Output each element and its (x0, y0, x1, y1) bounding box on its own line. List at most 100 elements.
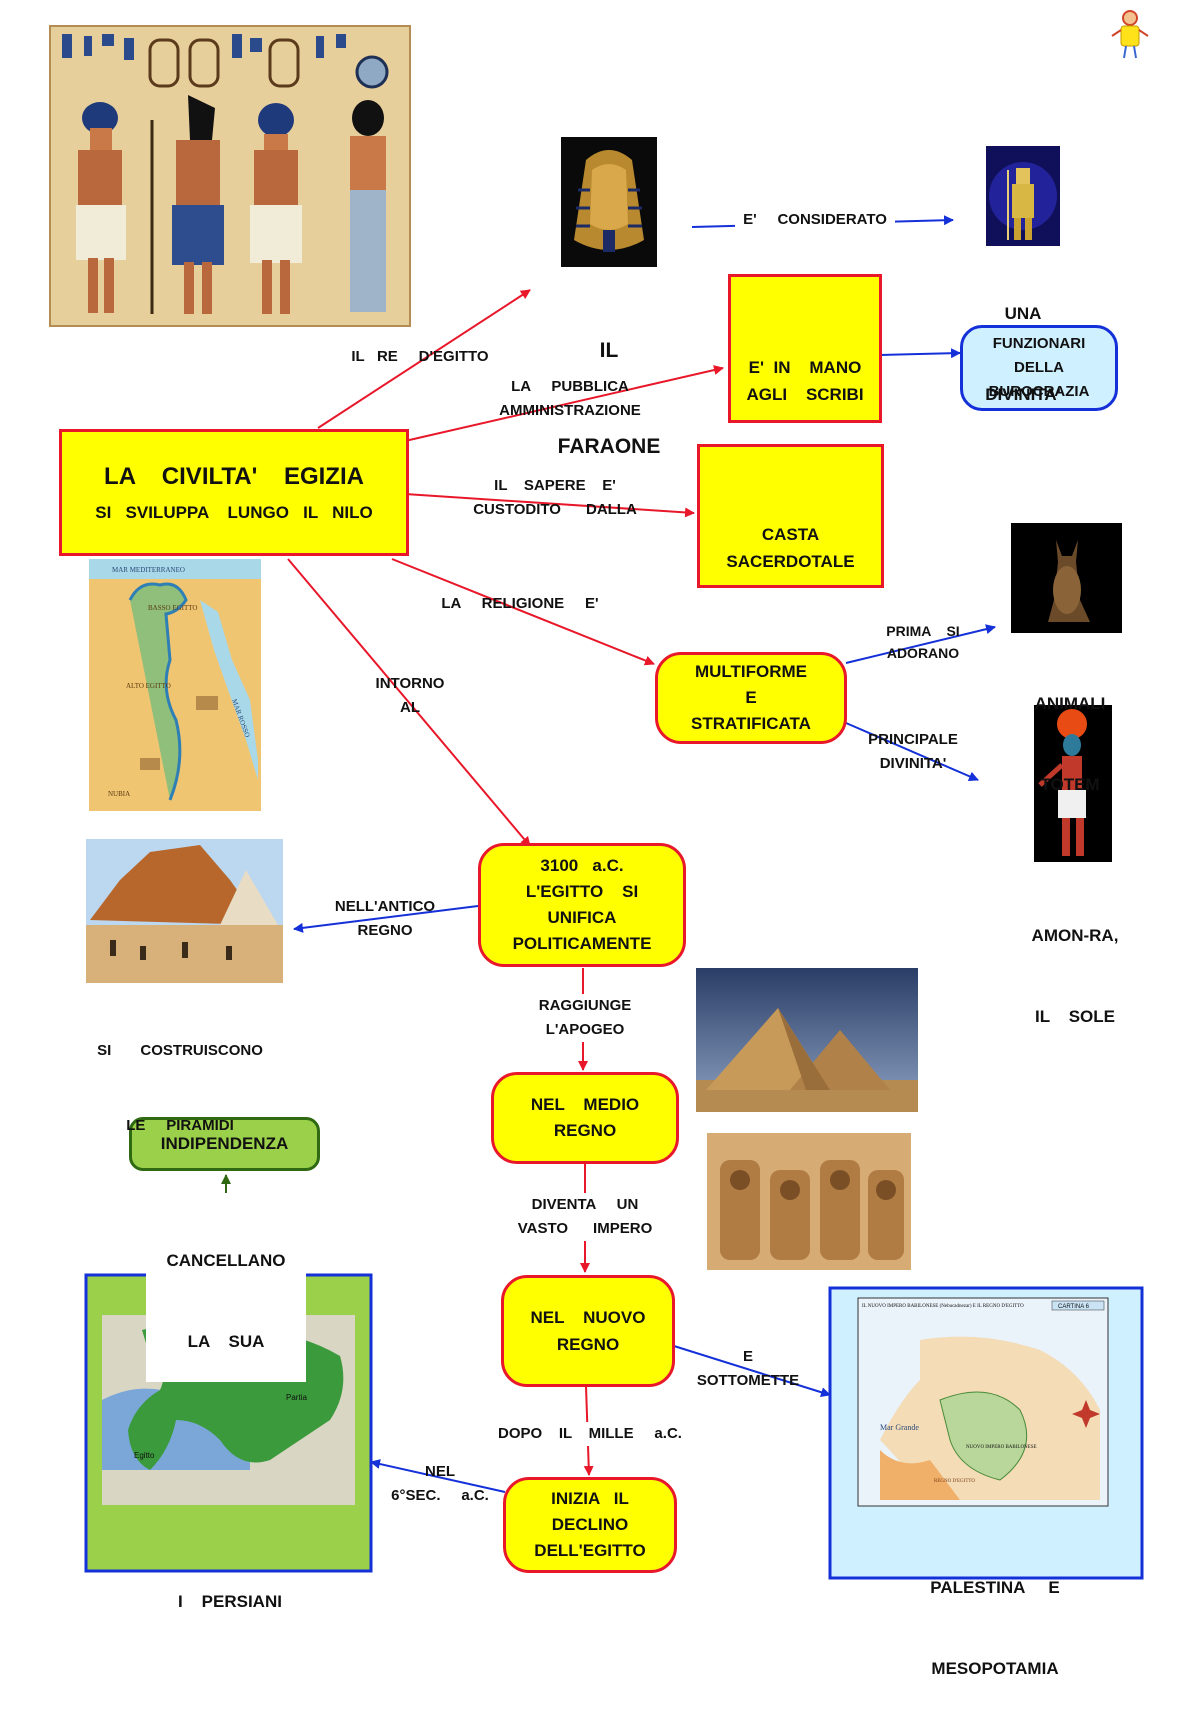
node-multiforme-line-1: MULTIFORME (694, 662, 808, 681)
egypt-map-nubia-label: NUBIA (108, 790, 130, 798)
arrow-nuovo-palestina (673, 1345, 831, 1398)
arrow-unifica-piramidi (293, 905, 479, 933)
node-scribi: E' IN MANO AGLI SCRIBI (728, 274, 882, 423)
link-label-mille: DOPO IL MILLE a.C. (490, 1422, 690, 1446)
caption-faraone: IL FARAONE (545, 271, 673, 495)
node-unifica: 3100 a.C. L'EGITTO SI UNIFICA POLITICAME… (478, 843, 686, 967)
caption-persiani: I PERSIANI (140, 1542, 320, 1638)
node-medio-line-1: NEL MEDIO (530, 1095, 640, 1114)
node-unifica-line-3: UNIFICA (547, 908, 617, 927)
persian-map-parti-label: Partia (286, 1393, 307, 1402)
node-unifica-line-1: 3100 a.C. (540, 856, 624, 875)
caption-divinita-line-1: UNA (1004, 304, 1042, 323)
node-civilta-egizia: LA CIVILTA' EGIZIA SI SVILUPPA LUNGO IL … (59, 429, 409, 556)
egypt-map-upper-label: ALTO EGITTO (126, 682, 171, 690)
node-multiforme-line-3: STRATIFICATA (691, 714, 811, 733)
concept-map-canvas: MAR MEDITERRANEO BASSO EGITTO ALTO EGITT… (49, 10, 1149, 1580)
pharaoh-mask-image (561, 137, 657, 267)
node-declino-line-2: DECLINO (551, 1515, 629, 1534)
node-multiforme-line-2: E (745, 688, 757, 707)
link-label-vasto: DIVENTA UN VASTO IMPERO (505, 1193, 665, 1241)
arrow-multiforme-animali (845, 624, 996, 664)
caption-cancellano: CANCELLANO LA SUA (146, 1193, 306, 1382)
caption-piramidi-line-1: SI COSTRUISCONO (97, 1042, 263, 1059)
node-scribi-line-2: AGLI SCRIBI (746, 385, 864, 404)
link-label-considerato: E' CONSIDERATO (735, 208, 895, 232)
egyptian-fresco-image (49, 25, 411, 327)
link-label-sapere: IL SAPERE E' CUSTODITO DALLA (473, 477, 637, 518)
god-figure-image (986, 146, 1060, 246)
node-multiforme: MULTIFORME E STRATIFICATA (655, 652, 847, 744)
caption-animali-line-1: ANIMALI (1034, 694, 1106, 713)
node-declino: INIZIA IL DECLINO DELL'EGITTO (503, 1477, 677, 1573)
babylon-map-title: IL NUOVO IMPERO BABILONESE (Nebucadnezar… (862, 1304, 1024, 1309)
node-funzionari-line-2: DELLA (1014, 359, 1064, 376)
node-nuovo-regno: NEL NUOVO REGNO (501, 1275, 675, 1387)
giza-pyramids-image (696, 968, 918, 1112)
node-funzionari: FUNZIONARI DELLA BUROCRAZIA (960, 325, 1118, 411)
caption-amon-ra: AMON-RA, IL SOLE (1015, 868, 1135, 1057)
pyramid-construction-image (86, 839, 283, 983)
caption-piramidi-line-2: LE PIRAMIDI (126, 1117, 234, 1134)
node-funzionari-line-1: FUNZIONARI (992, 335, 1086, 352)
node-nuovo-line-2: REGNO (556, 1335, 620, 1354)
node-funzionari-line-3: BUROCRAZIA (988, 383, 1090, 400)
caption-faraone-line-1: IL (599, 339, 619, 362)
arrow-main-faraone (317, 289, 531, 429)
arrow-declino-persiani (370, 1459, 506, 1493)
link-label-religione: LA RELIGIONE E' (441, 595, 599, 612)
arrow-main-unifica (287, 558, 531, 847)
link-label-sesto: NEL 6°SEC. a.C. (391, 1463, 489, 1504)
amon-ra-image (1034, 705, 1112, 862)
caption-piramidi: SI COSTRUISCONO LE PIRAMIDI (80, 988, 280, 1163)
babylon-map-regno-label: REGNO D'EGITTO (934, 1479, 975, 1484)
caption-divinita: UNA DIVINITA' (963, 246, 1083, 435)
arrow-multiforme-amon (845, 722, 979, 782)
node-indipendenza-label: INDIPENDENZA (160, 1134, 289, 1153)
node-civilta-egizia-subtitle: SI SVILUPPA LUNGO IL NILO (95, 502, 373, 522)
caption-palestina: PALESTINA E MESOPOTAMIA (900, 1520, 1090, 1709)
arrow-main-casta (404, 493, 695, 518)
babylon-map-frame: IL NUOVO IMPERO BABILONESE (Nebucadnezar… (828, 1286, 1144, 1580)
node-medio-line-2: REGNO (553, 1121, 617, 1140)
node-declino-line-3: DELL'EGITTO (534, 1541, 646, 1560)
node-casta-line-1: CASTA (761, 525, 820, 544)
node-declino-line-1: INIZIA IL (551, 1489, 629, 1508)
arrow-scribi-funzionari (879, 348, 961, 359)
link-label-intorno: INTORNO AL (375, 675, 445, 716)
caption-persiani-line: I PERSIANI (178, 1592, 282, 1611)
caption-divinita-line-2: DIVINITA' (985, 385, 1061, 404)
caption-amon-line-2: IL SOLE (1035, 1007, 1115, 1026)
persian-map-egitto-label: Egitto (134, 1451, 155, 1460)
link-label-re: IL RE D'EGITTO (351, 348, 489, 365)
arrow-main-scribi (404, 365, 724, 442)
babylon-map-sea-label: Mar Grande (880, 1423, 919, 1432)
caption-animali-totem: ANIMALI TOTEM (1015, 636, 1125, 825)
node-civilta-egizia-title: LA CIVILTA' EGIZIA (104, 462, 364, 490)
cat-statue-image (1011, 523, 1122, 633)
abu-simbel-image (707, 1133, 911, 1270)
node-nuovo-line-1: NEL NUOVO (530, 1308, 646, 1327)
caption-palestina-line-1: PALESTINA E (930, 1578, 1060, 1597)
node-scribi-line-1: E' IN MANO (748, 358, 862, 377)
link-label-prima: PRIMA SI ADORANO (886, 623, 960, 661)
node-casta-line-2: SACERDOTALE (726, 552, 855, 571)
link-label-amministrazione: LA PUBBLICA AMMINISTRAZIONE (499, 378, 641, 419)
link-label-apogeo: RAGGIUNGE L'APOGEO (520, 994, 650, 1042)
arrow-main-multiforme (391, 558, 655, 666)
node-unifica-line-2: L'EGITTO SI (525, 882, 639, 901)
caption-faraone-line-2: FARAONE (557, 435, 661, 458)
babylon-map-tab: CARTINA 6 (1058, 1304, 1090, 1310)
caption-cancellano-line-1: CANCELLANO (166, 1251, 286, 1270)
egypt-map-sea-label: MAR MEDITERRANEO (112, 566, 185, 574)
link-label-principale: PRINCIPALE DIVINITA' (868, 731, 958, 772)
caption-amon-line-1: AMON-RA, (1031, 926, 1119, 945)
caption-palestina-line-2: MESOPOTAMIA (931, 1659, 1059, 1678)
node-unifica-line-4: POLITICAMENTE (512, 934, 652, 953)
link-label-antico: NELL'ANTICO REGNO (334, 898, 436, 939)
egypt-map-image: MAR MEDITERRANEO BASSO EGITTO ALTO EGITT… (89, 559, 261, 811)
caption-animali-line-2: TOTEM (1040, 775, 1100, 794)
caption-cancellano-line-2: LA SUA (187, 1332, 265, 1351)
node-indipendenza: INDIPENDENZA (129, 1117, 320, 1171)
egypt-map-lower-label: BASSO EGITTO (148, 604, 197, 612)
